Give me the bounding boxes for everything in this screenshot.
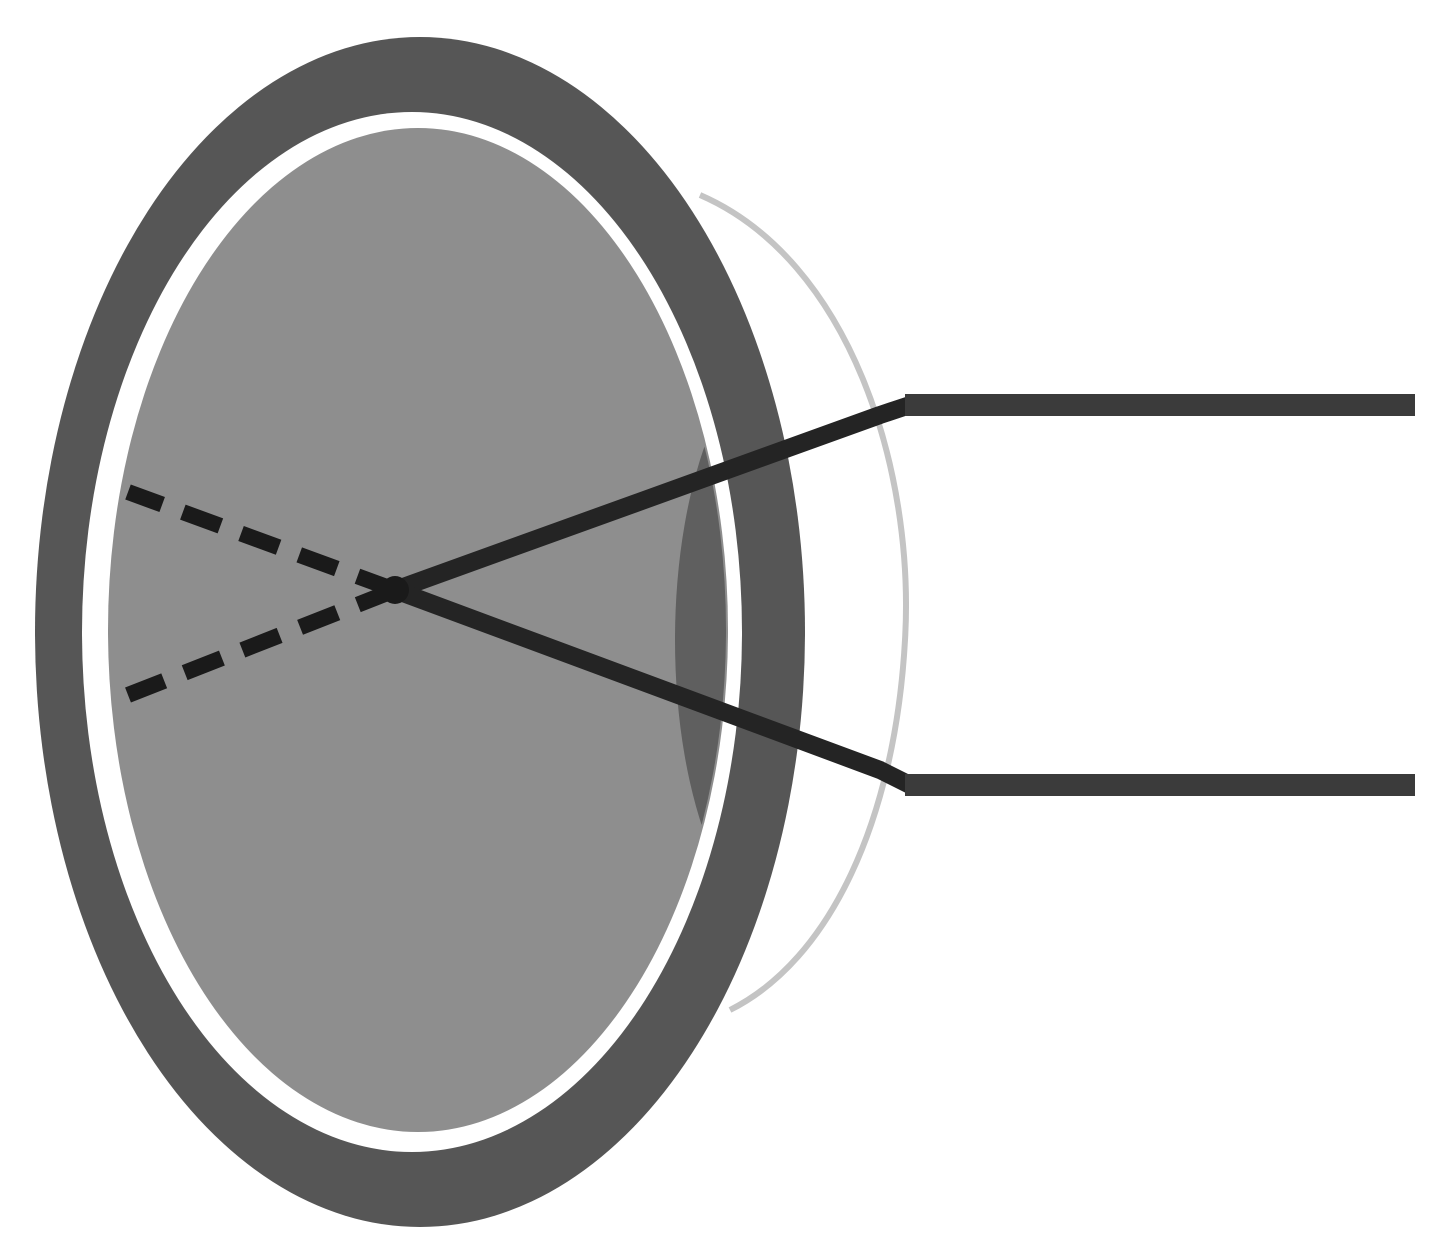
eyeball	[108, 128, 728, 1132]
focal-point	[381, 576, 409, 604]
